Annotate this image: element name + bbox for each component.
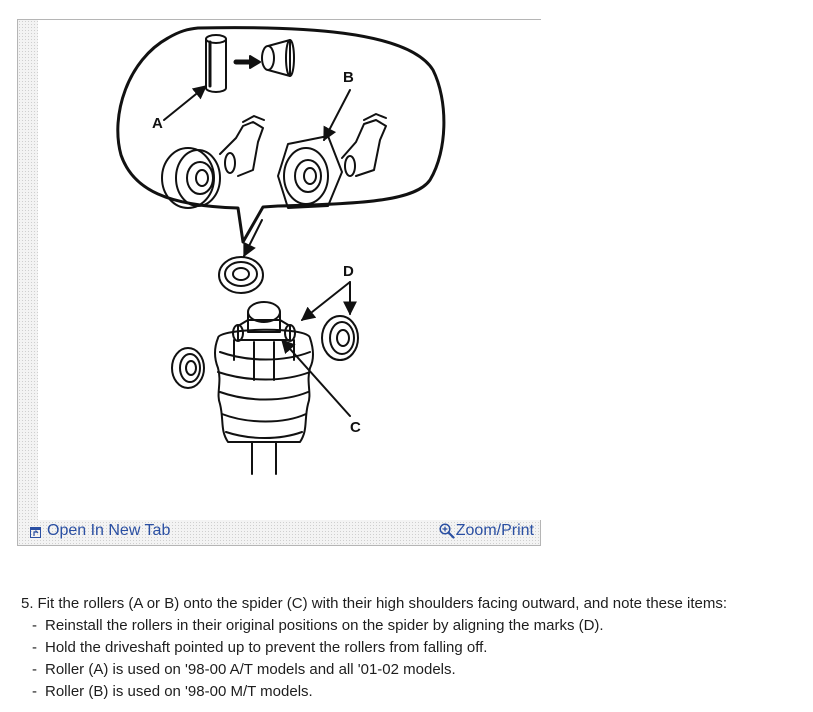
note-list: -Reinstall the rollers in their original…: [21, 615, 806, 703]
driveshaft-boot: [214, 328, 314, 443]
callout-d: D: [343, 263, 354, 280]
left-roller-detail: [161, 147, 221, 209]
right-shaft-stub: [341, 113, 387, 177]
note-text: Hold the driveshaft pointed up to preven…: [45, 639, 488, 656]
callout-c: C: [350, 419, 361, 436]
zoom-print-label: Zoom/Print: [455, 522, 534, 539]
note-text: Reinstall the rollers in their original …: [45, 617, 604, 634]
detail-bubble-outline: [116, 26, 446, 244]
callout-a: A: [152, 115, 163, 132]
magnifier-icon: [439, 523, 455, 539]
step-5: 5.Fit the rollers (A or B) onto the spid…: [21, 593, 806, 615]
roller-a-cylinder: [205, 34, 227, 93]
step-number: 5.: [21, 595, 34, 612]
zoom-print-link[interactable]: Zoom/Print: [439, 522, 534, 540]
list-item: -Reinstall the rollers in their original…: [32, 617, 604, 634]
list-item: -Roller (B) is used on '98-00 M/T models…: [32, 683, 313, 700]
note-text: Roller (B) is used on '98-00 M/T models.: [45, 683, 313, 700]
right-roller-detail: [277, 135, 343, 209]
figure-container: A B: [17, 19, 542, 546]
right-roller: [321, 315, 359, 361]
instructions: 5.Fit the rollers (A or B) onto the spid…: [21, 593, 806, 703]
figure-toolbar: Open In New Tab Zoom/Print: [18, 519, 540, 545]
note-text: Roller (A) is used on '98-00 A/T models …: [45, 661, 456, 678]
list-item: -Hold the driveshaft pointed up to preve…: [32, 639, 488, 656]
spider: [232, 301, 296, 342]
open-in-new-tab-icon: [30, 525, 43, 538]
roller-spider-diagram: A B: [38, 20, 542, 520]
top-roller: [218, 256, 264, 294]
left-shaft-stub: [219, 115, 265, 177]
driveshaft: [251, 341, 277, 475]
left-roller: [171, 347, 205, 389]
list-item: -Roller (A) is used on '98-00 A/T models…: [32, 661, 456, 678]
roller-a-cup: [261, 39, 295, 77]
open-in-new-tab-label: Open In New Tab: [47, 522, 171, 539]
step-text: Fit the rollers (A or B) onto the spider…: [37, 595, 728, 612]
callout-b: B: [343, 69, 354, 86]
open-in-new-tab-link[interactable]: Open In New Tab: [30, 522, 170, 540]
